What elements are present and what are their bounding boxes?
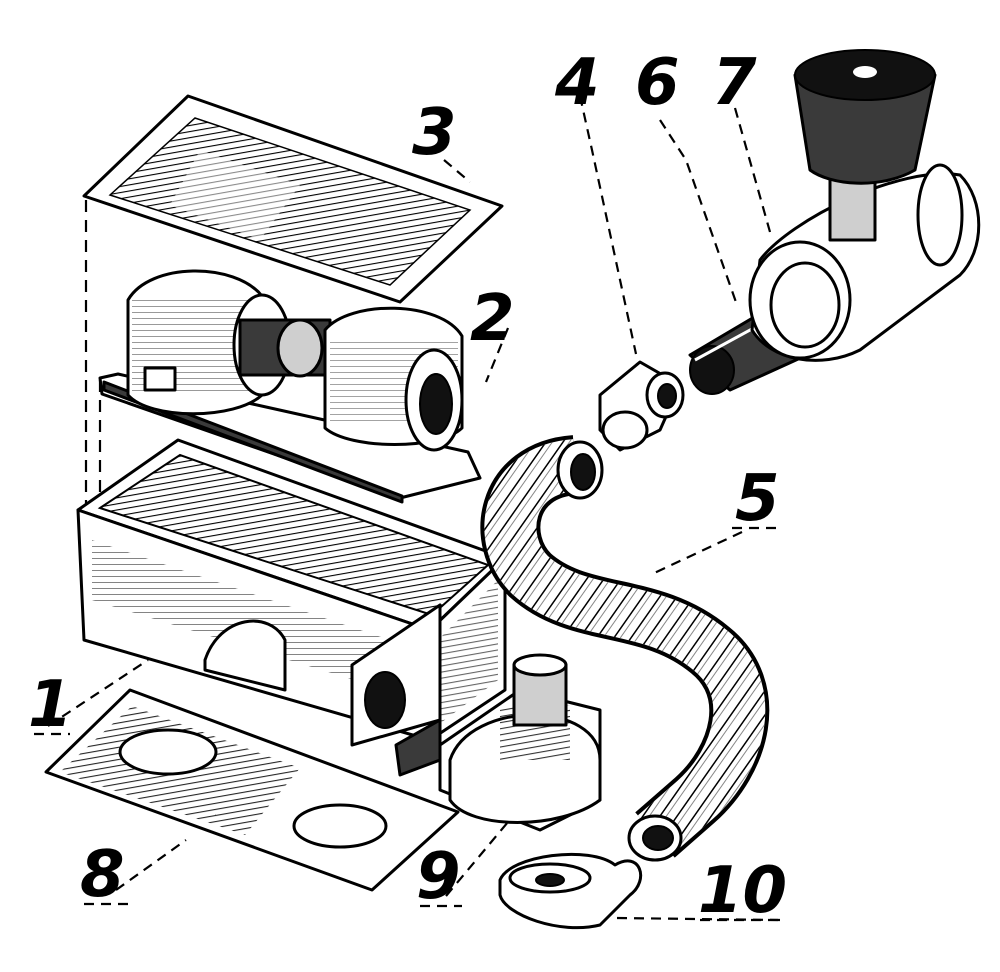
- callout-8: 8: [80, 838, 125, 912]
- callout-2: 2: [470, 282, 515, 356]
- callout-9: 9: [416, 840, 461, 914]
- callout-1: 1: [28, 668, 73, 742]
- projection-lines: [84, 200, 102, 505]
- callout-3: 3: [412, 96, 457, 170]
- callout-4: 4: [554, 46, 600, 120]
- callout-6: 6: [635, 46, 680, 120]
- part-3-cover-plate: [82, 94, 504, 304]
- callout-7: 7: [712, 46, 757, 120]
- part-1-housing-box: [76, 438, 507, 777]
- part-9-small-blower: [438, 653, 602, 832]
- part-7-air-cleaner: [748, 49, 981, 362]
- part-8-base-plate: [44, 688, 460, 892]
- part-5-flexible-hose: [480, 435, 770, 862]
- callout-underlines: [34, 526, 780, 922]
- part-4-adapter-coupling: [598, 360, 685, 452]
- callout-5: 5: [735, 462, 780, 536]
- part-2-blower-motor-assembly: [98, 269, 482, 504]
- callout-10: 10: [698, 854, 787, 928]
- part-10-nozzle: [498, 852, 643, 930]
- callout-labels: 3 2 4 6 7 5 1 8 9 10: [28, 46, 787, 928]
- leader-lines: [47, 95, 781, 922]
